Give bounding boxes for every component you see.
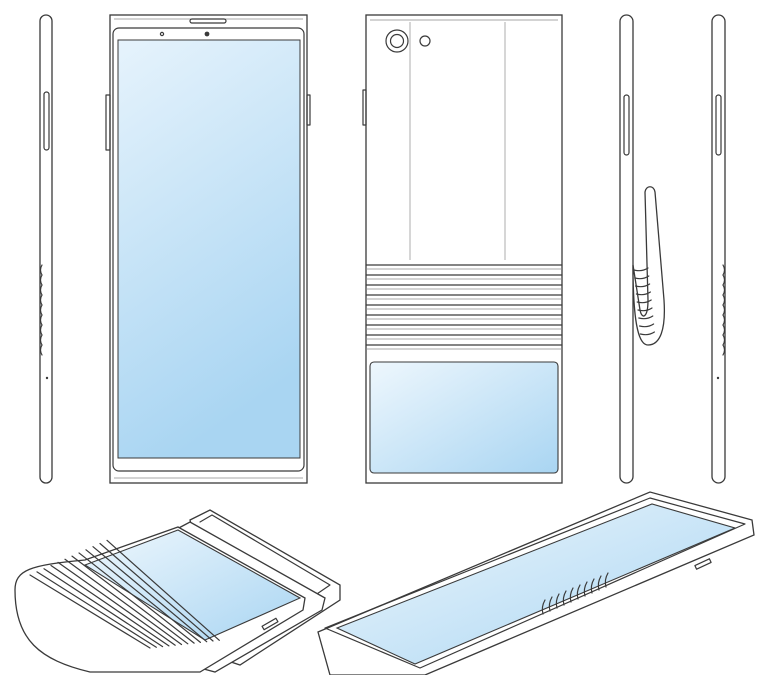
right-side-view: [711, 14, 726, 484]
ridge: [604, 572, 609, 588]
ridge: [569, 587, 574, 603]
extended-display: [335, 503, 737, 665]
ridge: [635, 283, 651, 288]
ridge: [36, 571, 157, 648]
flash-icon: [419, 35, 431, 47]
main-display: [117, 39, 301, 459]
ridge: [562, 590, 567, 606]
ridge: [39, 304, 43, 316]
ridge: [637, 307, 653, 312]
rear-camera-icon: [385, 29, 409, 53]
ridge: [722, 344, 726, 356]
ridge: [39, 314, 43, 326]
ridge: [722, 284, 726, 296]
rear-display: [369, 361, 559, 474]
ridge: [576, 584, 581, 600]
hinge-ridges: [722, 264, 726, 356]
perspective-rolled-view: [14, 509, 341, 673]
ridge: [39, 344, 43, 356]
ridge: [722, 274, 726, 286]
ridge: [39, 334, 43, 346]
hinge-ridges: [541, 572, 609, 615]
ridge: [722, 334, 726, 346]
ridge: [85, 549, 201, 643]
ridge: [548, 596, 553, 612]
ridge: [722, 294, 726, 306]
ridge: [583, 581, 588, 597]
ridge: [39, 324, 43, 336]
ridge: [541, 599, 546, 615]
volume-button-icon: [105, 94, 111, 151]
ridge: [722, 314, 726, 326]
power-button-icon: [306, 94, 311, 126]
ridge: [39, 294, 43, 306]
ridge: [634, 275, 650, 280]
ridge: [722, 264, 726, 276]
hinge-ridges: [633, 267, 655, 336]
front-view: [105, 14, 311, 484]
ridge: [50, 564, 170, 647]
ridge: [639, 323, 655, 328]
rolled-display: [83, 529, 302, 641]
ridge: [635, 291, 651, 296]
sensor-icon: [159, 31, 165, 37]
ridge: [39, 264, 43, 276]
ridge: [71, 555, 189, 645]
ridge: [722, 304, 726, 316]
perspective-extended-view: [317, 491, 755, 675]
ridge: [78, 552, 195, 644]
ridge: [43, 568, 164, 648]
right-side-rolled-view: [619, 14, 666, 484]
ridge: [106, 539, 220, 641]
hinge-ridges: [39, 264, 43, 356]
ridge: [639, 331, 655, 336]
ridge: [722, 324, 726, 336]
earpiece-speaker-icon: [189, 18, 227, 24]
hinge-ridges: [29, 539, 220, 649]
ridge: [633, 267, 649, 272]
ridge: [39, 274, 43, 286]
hinge-ridges: [365, 264, 563, 350]
ridge: [29, 574, 151, 649]
microphone-hole-icon: [45, 376, 49, 380]
ridge: [555, 593, 560, 609]
side-button-icon: [43, 91, 50, 151]
left-side-view: [39, 14, 53, 484]
ridge: [597, 575, 602, 591]
ridge: [638, 315, 654, 320]
back-view: [362, 14, 563, 484]
front-camera-icon: [204, 31, 210, 37]
ridge: [64, 558, 183, 646]
ridge: [636, 299, 652, 304]
ridge: [99, 542, 214, 642]
ridge: [39, 284, 43, 296]
ridge: [57, 561, 176, 646]
ridge: [590, 578, 595, 594]
ridge: [92, 546, 208, 643]
